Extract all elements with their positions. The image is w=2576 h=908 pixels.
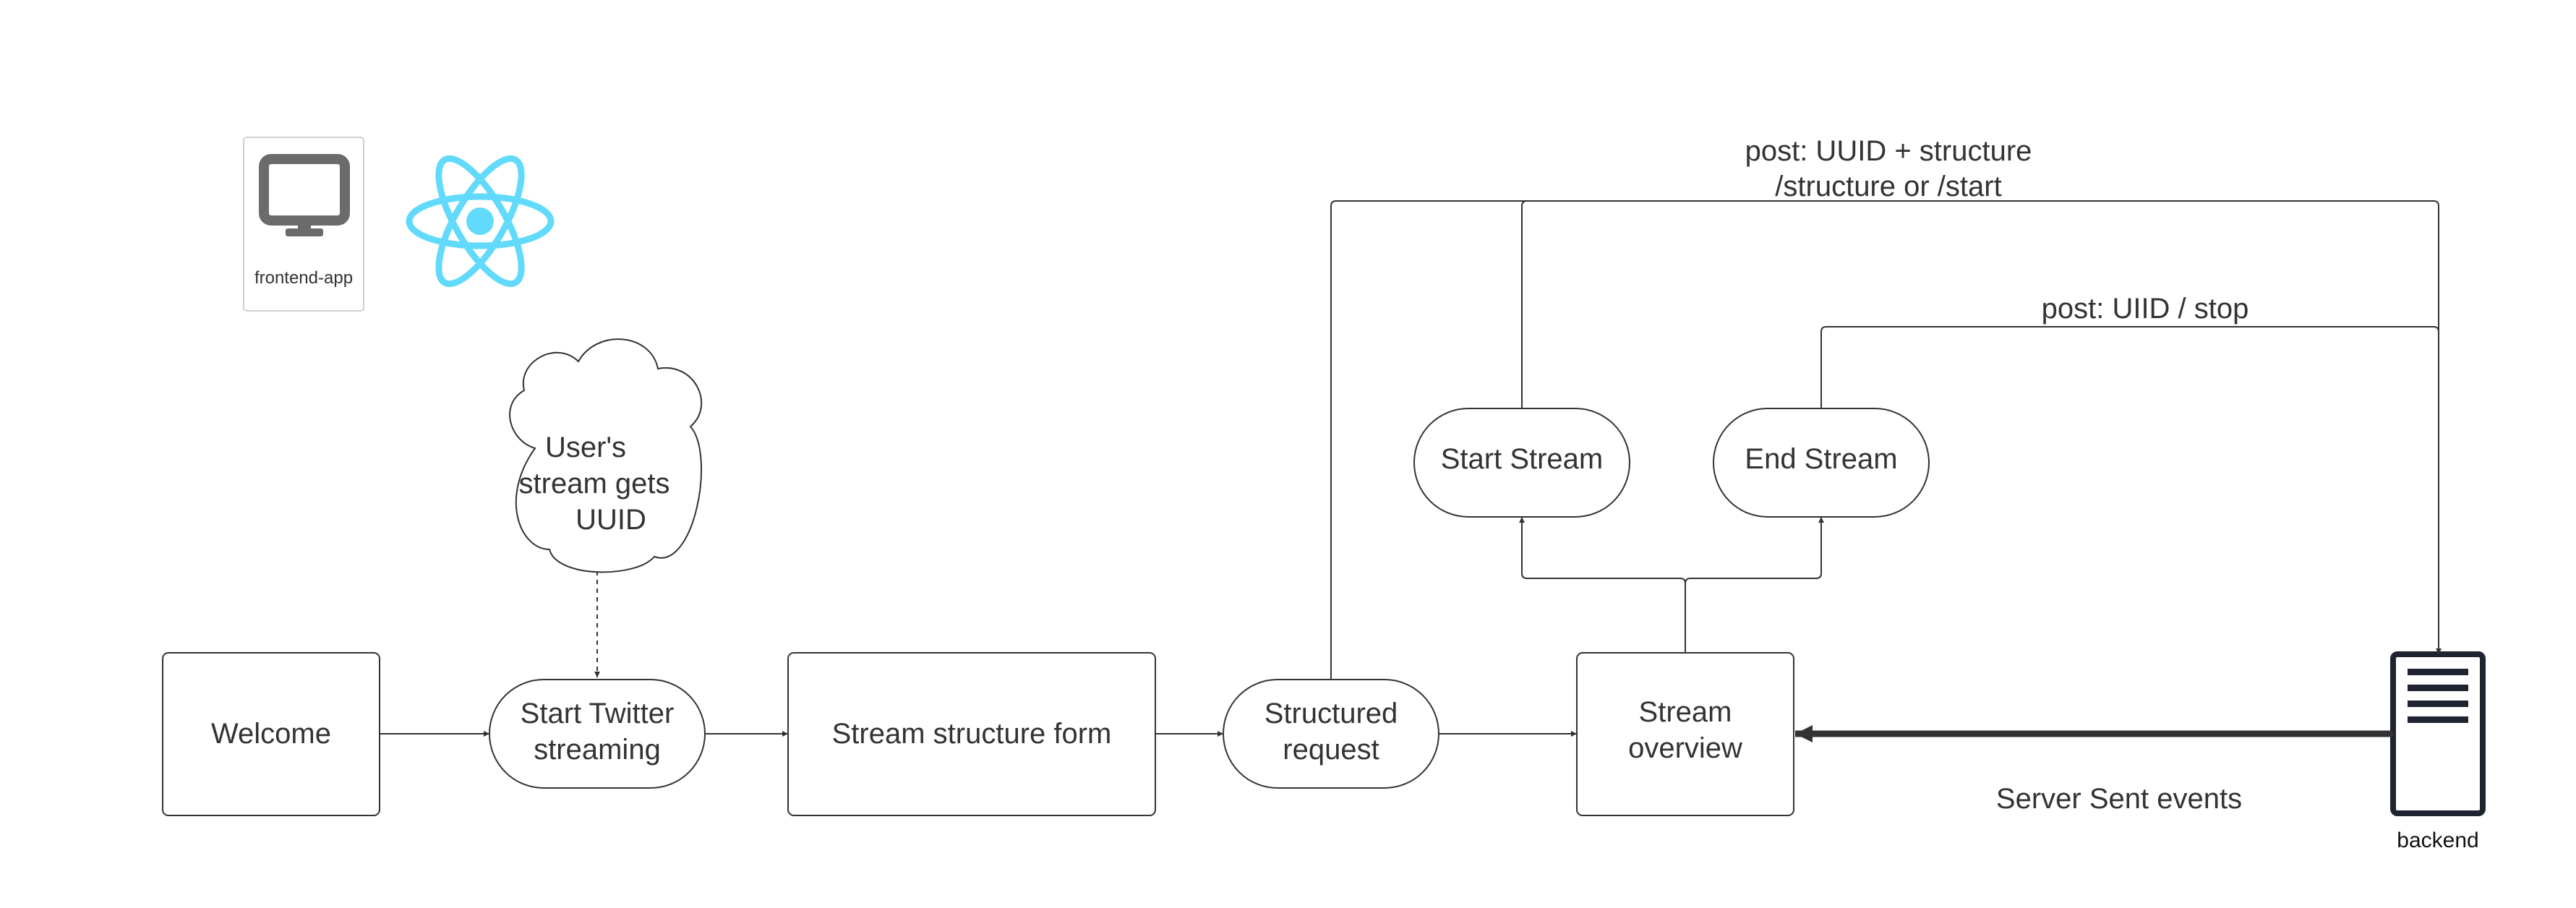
- node-end-stream: End Stream: [1713, 408, 1930, 518]
- label-post-start-line-1: post: UUID + structure: [1745, 135, 2032, 167]
- label-post-start-line-2: /structure or /start: [1775, 171, 2001, 202]
- edge-overview-to-start-stream: [1519, 517, 1686, 653]
- cloud-line-3: UUID: [575, 504, 646, 536]
- node-stream-overview: Stream overview: [1576, 652, 1794, 816]
- cloud-line-1: User's: [545, 432, 626, 463]
- label-post-stop: post: UIID / stop: [2042, 293, 2249, 325]
- node-start-stream-label: Start Stream: [1441, 443, 1604, 475]
- node-structured-request-line-1: Structured: [1265, 698, 1398, 729]
- edge-overview-to-end-stream: [1685, 517, 1824, 584]
- node-start-twitter-line-1: Start Twitter: [521, 698, 675, 729]
- label-sse: Server Sent events: [1996, 783, 2242, 815]
- node-welcome-label: Welcome: [211, 718, 331, 750]
- backend-label: backend: [2397, 828, 2478, 852]
- node-start-twitter-line-2: streaming: [534, 734, 661, 766]
- monitor-icon: [259, 154, 350, 236]
- node-end-stream-label: End Stream: [1745, 443, 1897, 475]
- edge-request-to-backend: [1330, 200, 2442, 680]
- node-structured-request: Structured request: [1223, 679, 1439, 789]
- node-stream-structure-form: Stream structure form: [787, 652, 1156, 816]
- edge-start-stream-to-backend: [1521, 200, 1528, 408]
- node-stream-overview-line-1: Stream: [1639, 696, 1732, 728]
- react-logo-icon: [406, 155, 555, 288]
- node-stream-overview-line-2: overview: [1628, 732, 1742, 764]
- node-structured-request-line-2: request: [1283, 734, 1379, 766]
- frontend-app-card: frontend-app: [243, 137, 364, 312]
- cloud-line-2: stream gets: [519, 468, 670, 500]
- node-welcome: Welcome: [162, 652, 380, 816]
- cloud-note: User's stream gets UUID: [509, 338, 703, 573]
- edge-end-stream-to-backend: [1820, 326, 2439, 408]
- node-start-twitter-streaming: Start Twitter streaming: [489, 679, 706, 789]
- node-stream-structure-form-label: Stream structure form: [832, 718, 1112, 750]
- node-start-stream: Start Stream: [1413, 408, 1630, 518]
- frontend-app-label: frontend-app: [254, 268, 353, 288]
- server-icon: [2390, 651, 2486, 816]
